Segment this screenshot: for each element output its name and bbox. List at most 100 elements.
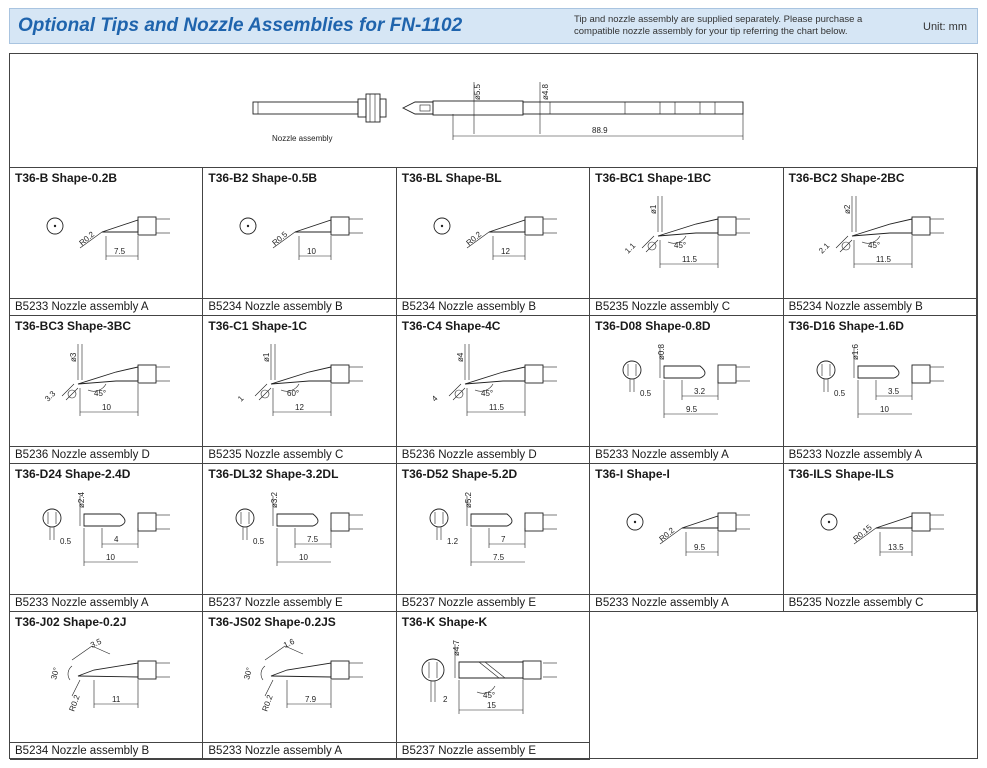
tips-chart: Nozzle assembly ø5.5 ø4.8 88.9 T36-B Sha… [9, 53, 978, 760]
dimension-label: ø1 [262, 352, 271, 362]
nozzle-assembly: B5236 Nozzle assembly D [396, 446, 590, 463]
nozzle-assembly: B5234 Nozzle assembly B [203, 298, 396, 315]
dimension-label: 60° [287, 389, 299, 398]
dimension-label: 12 [501, 247, 510, 256]
dimension-label: 7.5 [307, 535, 319, 544]
dimension-label: 3.5 [89, 637, 103, 650]
dimension-label: 4 [114, 535, 119, 544]
dimension-label: 4 [430, 394, 440, 404]
tip-drawing: R0.5 10 [239, 216, 364, 260]
dimension-label: 12 [295, 403, 304, 412]
dimension-label: 3.2 [694, 387, 706, 396]
tip-name: T36-BC2 Shape-2BC [788, 171, 905, 185]
tip-name: T36-ILS Shape-ILS [788, 467, 894, 481]
nozzle-assembly: B5233 Nozzle assembly A [10, 594, 203, 611]
dimension-label: ø5.2 [464, 491, 473, 508]
dimension-label: 11.5 [682, 255, 698, 264]
overview-diameter-1: ø5.5 [473, 83, 482, 100]
nozzle-assembly: B5233 Nozzle assembly A [10, 298, 203, 315]
tip-drawing: 1.6 30° R0.2 7.9 [243, 637, 364, 713]
tip-name: T36-J02 Shape-0.2J [15, 615, 127, 629]
dimension-label: 30° [243, 666, 255, 680]
dimension-label: R0.2 [464, 229, 483, 247]
dimension-label: R0.5 [271, 229, 290, 247]
dimension-label: 11.5 [489, 403, 505, 412]
tip-name: T36-BC3 Shape-3BC [15, 319, 132, 333]
dimension-label: 45° [483, 691, 495, 700]
tip-name: T36-B Shape-0.2B [15, 171, 118, 185]
dimension-label: ø3.2 [270, 491, 279, 508]
dimension-label: 7.5 [114, 247, 126, 256]
dimension-label: 10 [299, 553, 308, 562]
nozzle-assembly: B5233 Nozzle assembly A [203, 742, 396, 759]
tip-name: T36-D08 Shape-0.8D [595, 319, 711, 333]
tip-drawing: 2ø4.745°15 [421, 639, 557, 714]
dimension-label: 45° [674, 241, 686, 250]
dimension-label: 10 [307, 247, 316, 256]
dimension-label: 10 [106, 553, 115, 562]
dimension-label: ø4 [456, 352, 465, 362]
dimension-label: ø0.8 [657, 343, 666, 360]
nozzle-assembly: B5233 Nozzle assembly A [783, 446, 976, 463]
nozzle-assembly: B5233 Nozzle assembly A [590, 446, 783, 463]
tip-name: T36-DL32 Shape-3.2DL [208, 467, 339, 481]
dimension-label: 10 [102, 403, 111, 412]
dimension-label: 30° [49, 666, 61, 680]
unit-label: Unit: mm [923, 21, 967, 33]
nozzle-assembly: B5237 Nozzle assembly E [396, 742, 590, 759]
dimension-label: 7.9 [305, 695, 317, 704]
nozzle-assembly: B5237 Nozzle assembly E [203, 594, 396, 611]
tip-drawing: 0.5ø1.63.510 [816, 343, 944, 418]
nozzle-assembly-label: Nozzle assembly [272, 134, 332, 143]
empty-cell [590, 612, 783, 760]
dimension-label: R0.2 [78, 229, 97, 247]
nozzle-assembly: B5233 Nozzle assembly A [590, 594, 783, 611]
nozzle-assembly: B5235 Nozzle assembly C [590, 298, 783, 315]
tip-drawing: 1.2ø5.277.5 [429, 491, 557, 566]
tip-name: T36-B2 Shape-0.5B [208, 171, 318, 185]
nozzle-assembly: B5236 Nozzle assembly D [10, 446, 203, 463]
tip-name: T36-BL Shape-BL [401, 171, 502, 185]
tip-name: T36-D24 Shape-2.4D [15, 467, 131, 481]
dimension-label: 1.6 [282, 637, 296, 650]
dimension-label: 0.5 [253, 537, 265, 546]
dimension-label: 13.5 [888, 543, 904, 552]
dimension-label: 0.5 [60, 537, 72, 546]
tip-drawing: 0.5 ø3.2 7.5 10 [235, 491, 364, 566]
dimension-label: 45° [94, 389, 106, 398]
dimension-label: 10 [880, 405, 889, 414]
tip-name: T36-D52 Shape-5.2D [401, 467, 518, 481]
nozzle-assembly: B5234 Nozzle assembly B [396, 298, 590, 315]
dimension-label: 3.5 [888, 387, 900, 396]
overview-length: 88.9 [592, 126, 608, 135]
dimension-label: ø2 [843, 204, 852, 214]
tip-name: T36-BC1 Shape-1BC [595, 171, 712, 185]
dimension-label: ø1.6 [851, 343, 860, 360]
dimension-label: ø3 [69, 352, 78, 362]
tip-name: T36-K Shape-K [401, 615, 488, 629]
dimension-label: 2.1 [817, 241, 832, 256]
tip-drawing: 0.5ø0.83.29.5 [622, 343, 751, 418]
dimension-label: 15 [487, 701, 496, 710]
dimension-label: R0.2 [261, 693, 275, 712]
